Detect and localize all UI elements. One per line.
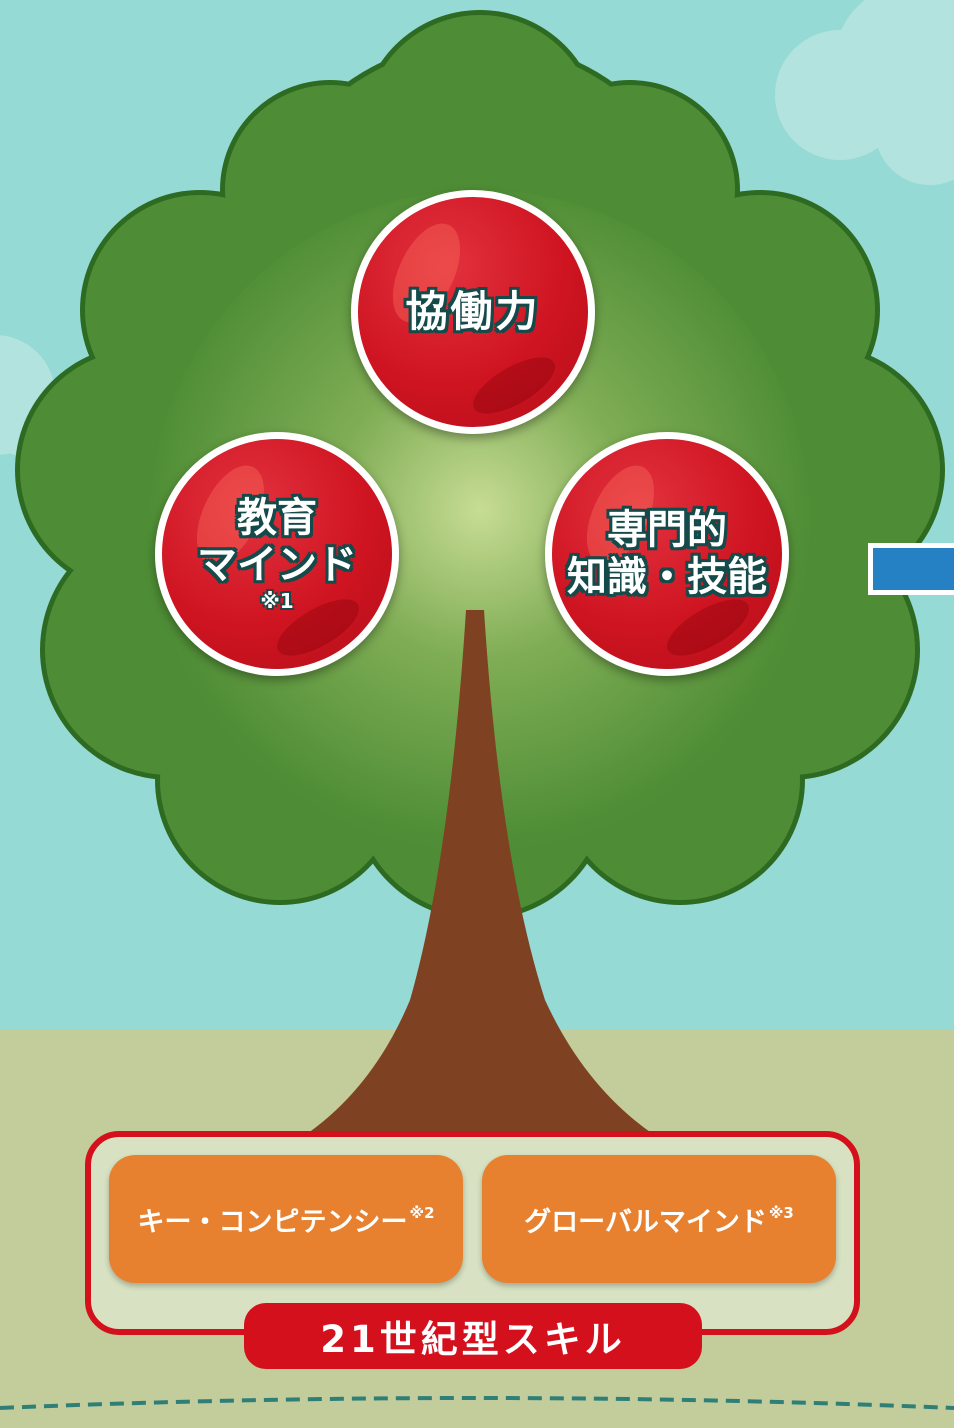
skill-note: ※2 [409, 1204, 435, 1222]
skill-global-mind: グローバルマインド※3 [482, 1155, 836, 1283]
fruit-label-educational-line1: 教育 [237, 494, 317, 541]
skill-label: グローバルマインド [524, 1206, 767, 1238]
skills-group-label: 21世紀型スキル [244, 1303, 702, 1369]
trunk [250, 610, 710, 1165]
arrow-indicator [868, 543, 954, 595]
fruit-expertise: 専門的 知識・技能 [545, 432, 789, 676]
skill-note: ※3 [768, 1204, 794, 1222]
fruit-label-educational-line2: マインド [197, 542, 357, 588]
fruit-collaboration: 協働力 [351, 190, 595, 434]
fruit-label-expertise-line1: 専門的 [607, 506, 727, 553]
fruit-label-expertise-line2: 知識・技能 [567, 554, 767, 600]
ground-dashed-border [0, 1396, 954, 1410]
skill-label: キー・コンピテンシー [137, 1206, 408, 1238]
fruit-educational-mind: 教育 マインド ※1 [155, 432, 399, 676]
cloud-right [775, 0, 954, 185]
fruit-note-educational: ※1 [260, 589, 294, 614]
skill-key-competency: キー・コンピテンシー※2 [109, 1155, 463, 1283]
fruit-label-collaboration: 協働力 [405, 287, 541, 337]
canopy-glow [150, 190, 810, 850]
